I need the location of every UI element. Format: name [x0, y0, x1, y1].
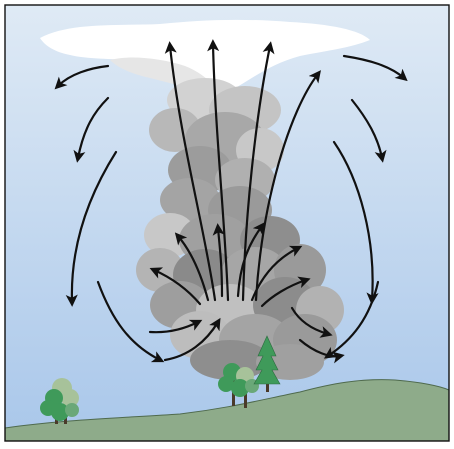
- diagram-canvas: [0, 0, 454, 449]
- fire-convection-diagram: [0, 0, 454, 449]
